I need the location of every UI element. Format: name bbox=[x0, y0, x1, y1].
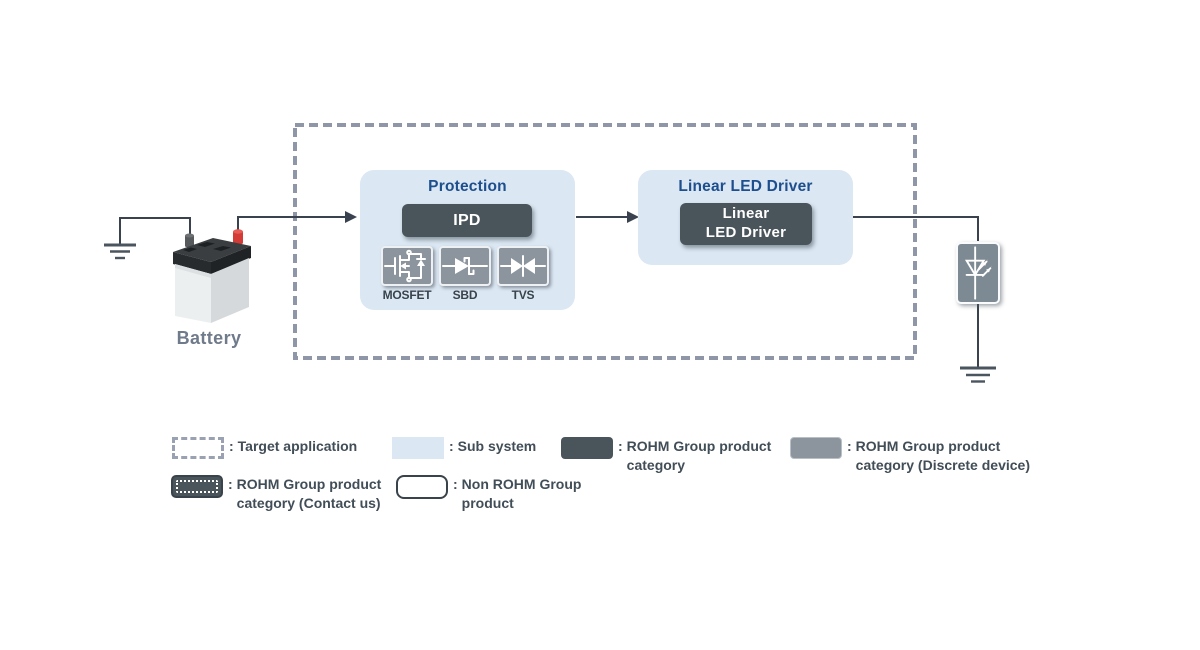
ground-symbol-right bbox=[960, 366, 996, 383]
protection-device-row: MOSFET SBD bbox=[381, 246, 549, 302]
protection-title: Protection bbox=[428, 178, 507, 195]
battery-body bbox=[175, 258, 249, 323]
led-symbol-icon bbox=[964, 246, 992, 300]
rohm-product-swatch bbox=[561, 437, 613, 459]
protection-block: Protection IPD bbox=[360, 170, 575, 310]
mosfet-symbol-icon bbox=[384, 249, 426, 283]
legend-colon: : bbox=[228, 476, 233, 492]
device-mosfet: MOSFET bbox=[381, 246, 433, 302]
led-driver-block: Linear LED Driver Linear LED Driver bbox=[638, 170, 853, 265]
legend-label-line2: category bbox=[626, 457, 686, 473]
rohm-contact-swatch bbox=[171, 475, 223, 498]
tvs-box[interactable] bbox=[497, 246, 549, 286]
legend-colon: : bbox=[449, 438, 454, 454]
legend-item-target-application: : Target application bbox=[172, 437, 357, 459]
sbd-symbol-icon bbox=[442, 257, 488, 275]
non-rohm-swatch bbox=[396, 475, 448, 499]
target-application-swatch bbox=[172, 437, 224, 459]
battery-terminal-positive bbox=[233, 229, 243, 244]
legend-label: ROHM Group product bbox=[855, 438, 1001, 454]
legend-item-sub-system: : Sub system bbox=[392, 437, 536, 459]
legend-label: Target application bbox=[237, 438, 358, 454]
linear-led-driver-chip-line2: LED Driver bbox=[705, 224, 787, 241]
battery-lid bbox=[173, 238, 251, 274]
legend-label: ROHM Group product bbox=[626, 438, 772, 454]
legend-colon: : bbox=[618, 438, 623, 454]
mosfet-box[interactable] bbox=[381, 246, 433, 286]
device-sbd: SBD bbox=[439, 246, 491, 302]
legend-item-non-rohm: : Non ROHM Group product bbox=[396, 475, 581, 513]
wire-ground-to-battery bbox=[119, 217, 191, 244]
linear-led-driver-chip-line1: Linear bbox=[722, 205, 770, 223]
legend-label: ROHM Group product bbox=[236, 476, 382, 492]
legend-colon: : bbox=[847, 438, 852, 454]
tvs-label: TVS bbox=[511, 288, 535, 302]
battery-terminal-negative bbox=[185, 233, 194, 247]
legend-item-rohm-discrete: : ROHM Group product category (Discrete … bbox=[790, 437, 1030, 475]
legend-label-line2: product bbox=[461, 495, 514, 511]
ipd-chip-label: IPD bbox=[453, 211, 481, 229]
chip-perforation bbox=[176, 480, 218, 493]
led-load-box bbox=[956, 242, 1000, 304]
sub-system-swatch bbox=[392, 437, 444, 459]
led-driver-title: Linear LED Driver bbox=[678, 178, 813, 195]
mosfet-label: MOSFET bbox=[382, 288, 432, 302]
sbd-box[interactable] bbox=[439, 246, 491, 286]
device-tvs: TVS bbox=[497, 246, 549, 302]
legend-label-line2: category (Discrete device) bbox=[855, 457, 1030, 473]
legend-label: Sub system bbox=[457, 438, 537, 454]
ipd-chip[interactable]: IPD bbox=[402, 204, 532, 237]
rohm-discrete-swatch bbox=[790, 437, 842, 459]
arrowhead-into-driver bbox=[627, 211, 639, 223]
target-application-boundary bbox=[293, 123, 917, 360]
legend-item-rohm-product: : ROHM Group product category bbox=[561, 437, 771, 475]
linear-led-driver-chip[interactable]: Linear LED Driver bbox=[680, 203, 812, 245]
battery-label: Battery bbox=[176, 328, 242, 348]
legend-label: Non ROHM Group bbox=[461, 476, 582, 492]
ground-symbol-left bbox=[104, 243, 136, 260]
sbd-label: SBD bbox=[452, 288, 478, 302]
legend-label-line2: category (Contact us) bbox=[236, 495, 381, 511]
legend-item-rohm-contact: : ROHM Group product category (Contact u… bbox=[171, 475, 381, 513]
legend-colon: : bbox=[229, 438, 234, 454]
legend-colon: : bbox=[453, 476, 458, 492]
battery-illustration bbox=[173, 229, 251, 323]
tvs-symbol-icon bbox=[500, 255, 546, 277]
wire-driver-to-led bbox=[853, 216, 979, 241]
arrowhead-into-protection bbox=[345, 211, 357, 223]
